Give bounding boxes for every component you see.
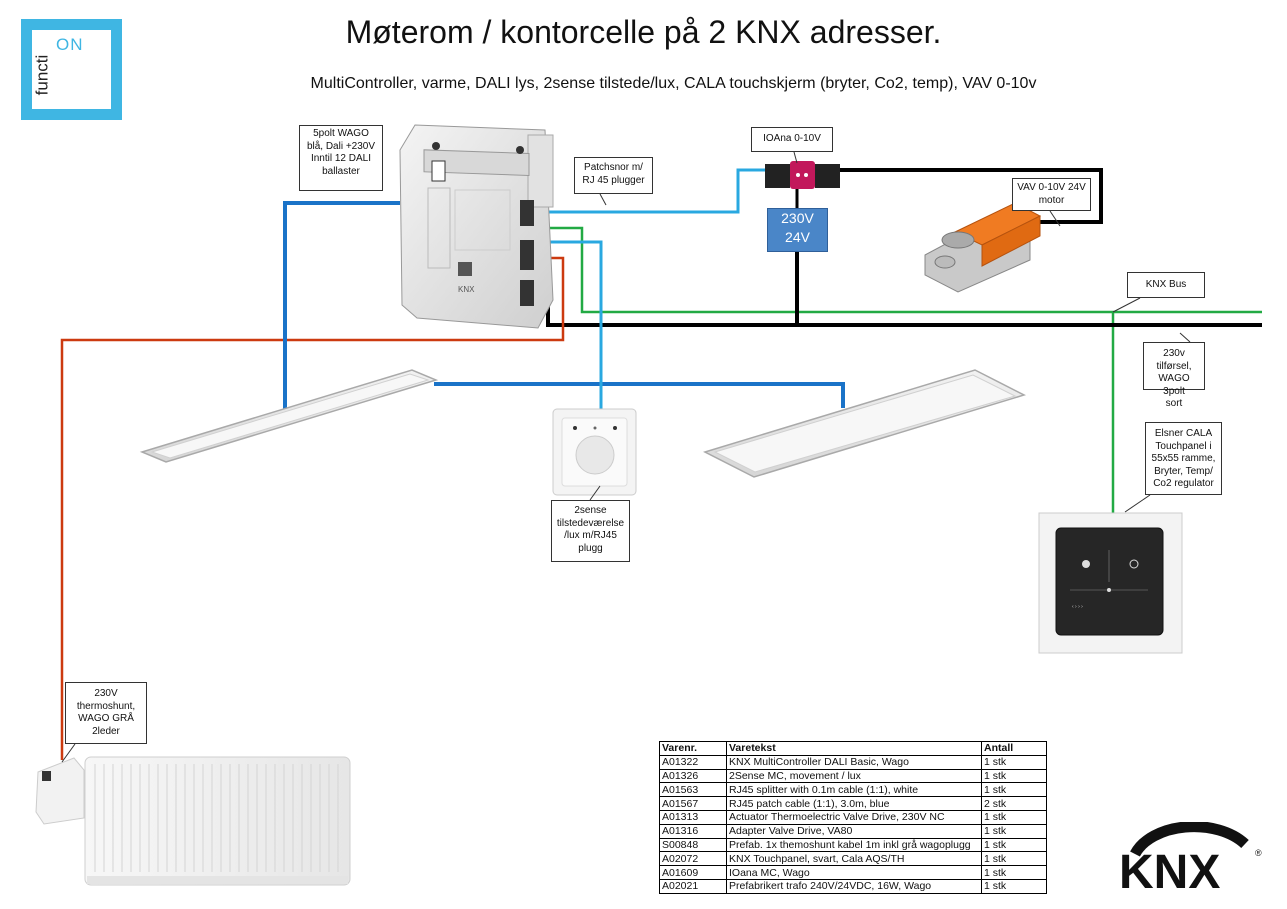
knx-logo-text: KNX xyxy=(1119,846,1220,892)
cell-varetekst: Prefabrikert trafo 240V/24VDC, 16W, Wago xyxy=(726,878,982,894)
cell-antall: 2 stk xyxy=(981,796,1047,811)
cell-varetekst: IOana MC, Wago xyxy=(726,865,982,880)
knx-logo: KNX ® xyxy=(1119,822,1262,892)
presence-sensor-device xyxy=(552,408,637,496)
cell-antall: 1 stk xyxy=(981,837,1047,853)
vav-motor-device xyxy=(924,202,1042,293)
cell-varetekst: RJ45 patch cable (1:1), 3.0m, blue xyxy=(726,796,982,811)
cell-varetekst: RJ45 splitter with 0.1m cable (1:1), whi… xyxy=(726,782,982,798)
cell-antall: 1 stk xyxy=(981,782,1047,798)
cell-varenr: A02072 xyxy=(659,851,727,867)
col-header-varetekst: Varetekst xyxy=(726,741,982,756)
table-header-row: Varenr. Varetekst Antall xyxy=(659,741,1047,756)
multicontroller-device: KNX xyxy=(399,124,554,329)
cell-varenr: A01326 xyxy=(659,768,727,784)
cell-varenr: A01316 xyxy=(659,823,727,839)
cell-varetekst: KNX MultiController DALI Basic, Wago xyxy=(726,754,982,770)
logo-inner-box: ON functi xyxy=(32,30,111,109)
radiator-device xyxy=(84,756,351,886)
ioana-module-device xyxy=(765,161,840,189)
knx-bus-line xyxy=(535,226,1262,515)
dali-line xyxy=(283,201,845,410)
cell-varetekst: KNX Touchpanel, svart, Cala AQS/TH xyxy=(726,851,982,867)
col-header-varenr: Varenr. xyxy=(659,741,727,756)
multicontroller-brand: KNX xyxy=(458,285,475,294)
cell-varetekst: 2Sense MC, movement / lux xyxy=(726,768,982,784)
transformer-output: 24V xyxy=(785,229,810,245)
cell-varetekst: Prefab. 1x themoshunt kabel 1m inkl grå … xyxy=(726,837,982,853)
thermo-actuator-device xyxy=(35,757,85,825)
knx-logo-mark: ® xyxy=(1255,848,1262,858)
led-panel-left xyxy=(139,369,439,463)
cell-antall: 1 stk xyxy=(981,809,1047,825)
led-panel-right xyxy=(703,369,1026,478)
callout-patch: Patchsnor m/RJ 45 plugger xyxy=(574,157,653,194)
functi-on-logo: ON functi xyxy=(21,19,122,120)
transformer-box: 230V 24V xyxy=(767,208,828,252)
transformer-input: 230V xyxy=(781,210,814,226)
cell-varenr: S00848 xyxy=(659,837,727,853)
callout-knx-bus: KNX Bus xyxy=(1127,272,1205,298)
cala-touchpanel-device: ‹ › › › xyxy=(1038,512,1183,654)
cell-varenr: A01567 xyxy=(659,796,727,811)
cell-varetekst: Actuator Thermoelectric Valve Drive, 230… xyxy=(726,809,982,825)
cell-antall: 1 stk xyxy=(981,823,1047,839)
cell-antall: 1 stk xyxy=(981,768,1047,784)
cell-varetekst: Adapter Valve Drive, VA80 xyxy=(726,823,982,839)
logo-on-text: ON xyxy=(56,35,84,54)
cell-varenr: A01563 xyxy=(659,782,727,798)
cell-antall: 1 stk xyxy=(981,865,1047,880)
cell-varenr: A01322 xyxy=(659,754,727,770)
cell-antall: 1 stk xyxy=(981,878,1047,894)
cell-antall: 1 stk xyxy=(981,754,1047,770)
cell-varenr: A01313 xyxy=(659,809,727,825)
thermo-line xyxy=(60,256,565,760)
cell-varenr: A02021 xyxy=(659,878,727,894)
page-title: Møterom / kontorcelle på 2 KNX adresser. xyxy=(345,14,942,50)
patch-cable-line xyxy=(535,168,765,410)
page-subtitle: MultiController, varme, DALI lys, 2sense… xyxy=(310,75,1037,92)
svg-text:‹ › › ›: ‹ › › › xyxy=(1072,604,1083,610)
callout-ioana: IOAna 0-10V xyxy=(751,127,833,152)
cell-antall: 1 stk xyxy=(981,851,1047,867)
cell-varenr: A01609 xyxy=(659,865,727,880)
col-header-antall: Antall xyxy=(981,741,1047,756)
